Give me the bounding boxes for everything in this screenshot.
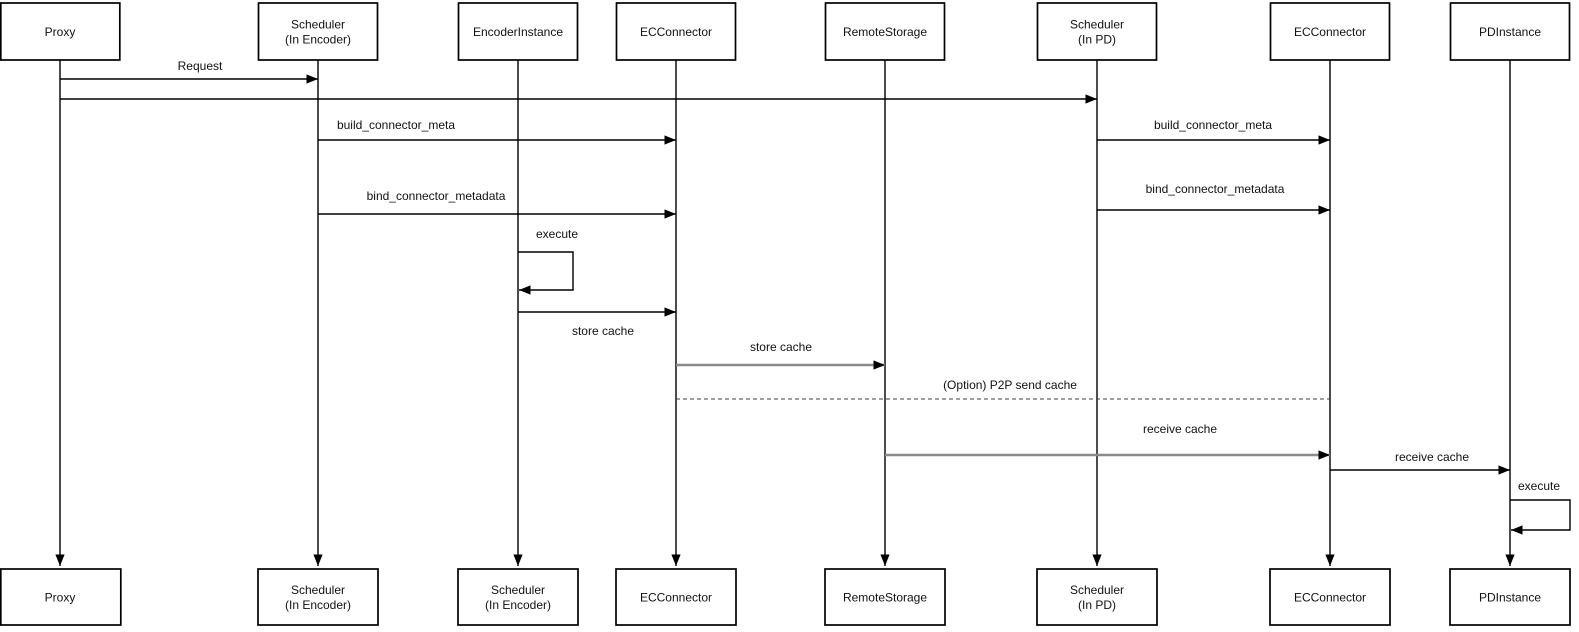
message-receive-cache-ec-to-pd-label: receive cache [1395, 450, 1469, 464]
message-encoder-to-ec-store: store cache [518, 307, 676, 338]
actor-ec-connector-pd-top-label: ECConnector [1294, 25, 1366, 39]
message-bind-connector-metadata-encoder-label: bind_connector_metadata [367, 189, 506, 203]
actor-ec-connector-pd-top-box: ECConnector [1269, 2, 1391, 61]
actor-proxy-top-box: Proxy [0, 2, 121, 61]
actor-pd-instance-top-label: PDInstance [1479, 25, 1541, 39]
actor-pd-instance-bottom-label: PDInstance [1479, 591, 1541, 605]
message-receive-cache-ec-to-pd: receive cache [1330, 450, 1510, 475]
actor-encoder-instance-bottom-box: Scheduler(In Encoder) [457, 568, 579, 626]
message-p2p-send-cache: (Option) P2P send cache [676, 378, 1330, 400]
actor-proxy-bottom-label: Proxy [45, 591, 76, 605]
self-loop-execute-pd-label: execute [1518, 479, 1560, 493]
message-build-connector-meta-encoder-label: build_connector_meta [337, 118, 455, 132]
actor-scheduler-pd-bottom-label: Scheduler(In PD) [1070, 583, 1124, 612]
actor-scheduler-pd-bottom-box: Scheduler(In PD) [1036, 568, 1158, 626]
message-receive-cache-remote-to-ec-label: receive cache [1143, 422, 1217, 436]
actor-remote-storage-top-box: RemoteStorage [824, 2, 946, 61]
self-loop-execute-encoder-label: execute [536, 227, 578, 241]
actor-scheduler-encoder-bottom-label: Scheduler(In Encoder) [285, 583, 351, 612]
message-bind-connector-metadata-pd: bind_connector_metadata [1097, 182, 1330, 215]
actor-ec-connector-encoder-bottom-label: ECConnector [640, 591, 712, 605]
actor-proxy-bottom-box: Proxy [0, 568, 122, 626]
actor-ec-connector-encoder-top-box: ECConnector [615, 2, 737, 61]
actor-scheduler-encoder-top-label: Scheduler(In Encoder) [285, 18, 351, 47]
message-request-label: Request [178, 59, 223, 73]
message-build-connector-meta-encoder: build_connector_meta [318, 118, 676, 145]
actor-scheduler-encoder-top-box: Scheduler(In Encoder) [257, 2, 379, 61]
message-receive-cache-remote-to-ec: receive cache [885, 422, 1330, 460]
message-bind-connector-metadata-pd-label: bind_connector_metadata [1146, 182, 1285, 196]
actor-ec-connector-encoder-top-label: ECConnector [640, 25, 712, 39]
message-encoder-to-ec-store-label: store cache [572, 324, 634, 338]
actor-remote-storage-bottom-box: RemoteStorage [824, 568, 946, 626]
message-build-connector-meta-pd-label: build_connector_meta [1154, 118, 1272, 132]
actor-proxy-top-label: Proxy [45, 25, 76, 39]
actor-ec-connector-encoder-bottom-box: ECConnector [615, 568, 737, 626]
message-store-cache-ec-to-remote: store cache [676, 340, 885, 370]
message-p2p-send-cache-label: (Option) P2P send cache [943, 378, 1077, 392]
message-store-cache-ec-to-remote-label: store cache [750, 340, 812, 354]
actor-remote-storage-bottom-label: RemoteStorage [843, 591, 927, 605]
message-request: Request [60, 59, 318, 84]
actor-ec-connector-pd-bottom-label: ECConnector [1294, 591, 1366, 605]
actor-pd-instance-top-box: PDInstance [1449, 2, 1571, 61]
message-bind-connector-metadata-encoder: bind_connector_metadata [318, 189, 676, 219]
actor-pd-instance-bottom-box: PDInstance [1449, 568, 1571, 626]
self-loop-execute-pd: execute [1510, 479, 1571, 535]
actor-encoder-instance-top-box: EncoderInstance [457, 2, 579, 61]
actor-encoder-instance-top-label: EncoderInstance [473, 25, 563, 39]
actor-scheduler-encoder-bottom-box: Scheduler(In Encoder) [257, 568, 379, 626]
self-loop-execute-encoder: execute [518, 227, 578, 295]
actor-encoder-instance-bottom-label: Scheduler(In Encoder) [485, 583, 551, 612]
actor-scheduler-pd-top-label: Scheduler(In PD) [1070, 18, 1124, 47]
actor-scheduler-pd-top-box: Scheduler(In PD) [1036, 2, 1158, 61]
actor-remote-storage-top-label: RemoteStorage [843, 25, 927, 39]
actor-ec-connector-pd-bottom-box: ECConnector [1269, 568, 1391, 626]
message-build-connector-meta-pd: build_connector_meta [1097, 118, 1330, 145]
